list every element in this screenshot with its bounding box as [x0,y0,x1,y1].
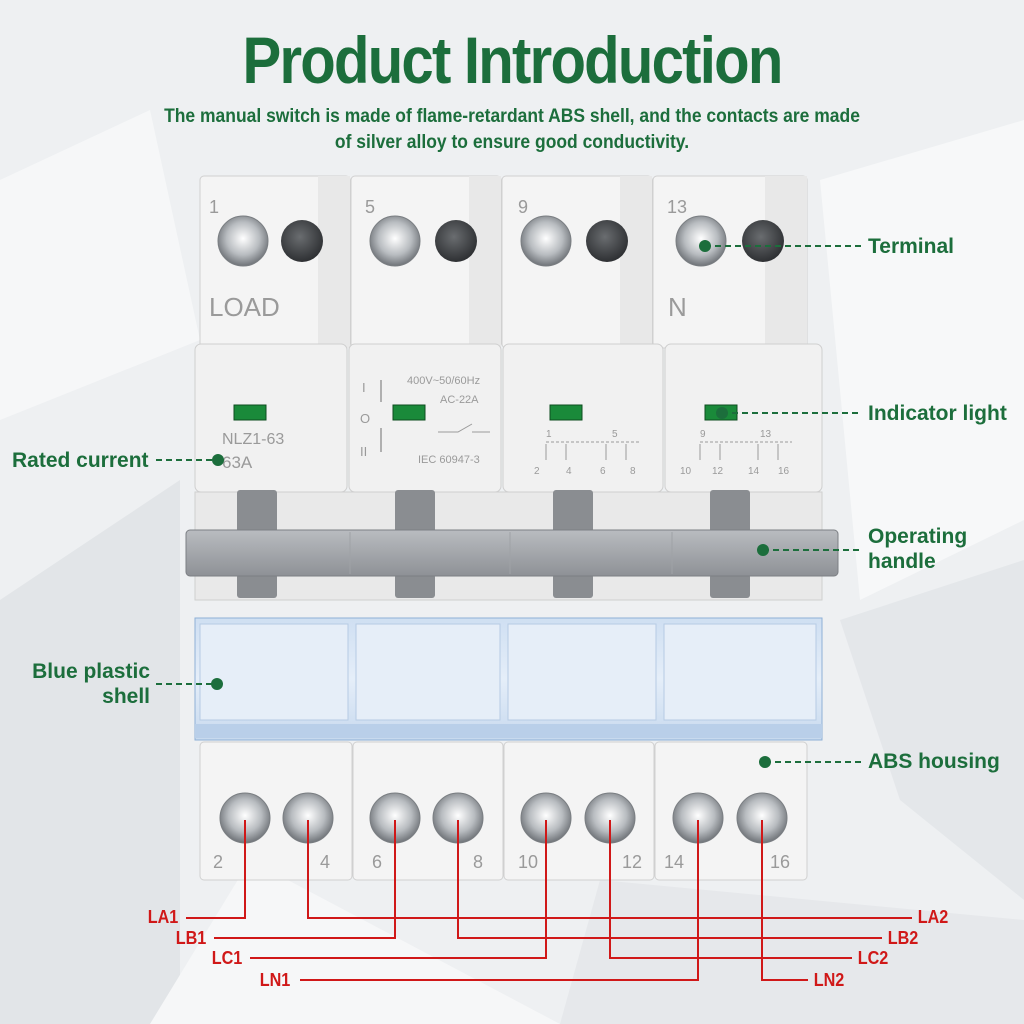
top-screw-1 [217,215,269,267]
wiring [186,820,912,981]
callout-abs-housing: ABS housing [868,750,1000,773]
svg-text:4: 4 [566,466,572,477]
model-label: NLZ1-63 [222,431,284,448]
bottom-number-14: 14 [664,852,684,872]
callout-leaders [156,240,862,768]
operating-handle[interactable] [185,529,839,577]
svg-text:12: 12 [712,466,724,477]
svg-text:2: 2 [534,466,540,477]
svg-text:9: 9 [700,429,706,440]
wire-label-LB2: LB2 [887,928,919,948]
wire-LC1 [250,820,547,959]
wire-label-LN2: LN2 [813,970,845,990]
handle-region [185,490,839,601]
category-label: AC-22A [440,394,479,406]
top-number-5: 5 [365,197,375,217]
wire-label-LC2: LC2 [857,948,889,968]
top-hole-9 [586,220,628,262]
subtitle: The manual switch is made of flame-retar… [151,104,872,156]
wire-LC2 [609,820,852,959]
svg-text:8: 8 [630,466,636,477]
svg-text:10: 10 [680,466,692,477]
wire-label-LN1: LN1 [259,970,291,990]
callout-rated-current: Rated current [12,449,149,472]
subtitle-line-2: of silver alloy to ensure good conductiv… [334,132,690,153]
callout-terminal: Terminal [868,235,954,258]
current-label: 63A [222,453,253,472]
callout-operating-handle-line-2: handle [868,550,936,573]
top-screw-9 [520,215,572,267]
svg-text:13: 13 [760,429,772,440]
wire-label-LC1: LC1 [211,948,243,968]
scheme-right: 9 13 10 12 14 16 [680,429,792,477]
top-screw-13 [675,215,727,267]
position-O: O [360,411,370,426]
bottom-number-2: 2 [213,852,223,872]
bottom-number-6: 6 [372,852,382,872]
front-panel: NLZ1-63 63A I O II 400V~50/60Hz AC-22A I… [194,343,823,493]
wire-LB1 [214,820,396,939]
callout-indicator-light: Indicator light [868,402,1007,425]
top-screw-5 [369,215,421,267]
wire-LB2 [457,820,882,939]
callout-blue-shell-line-2: shell [102,685,150,708]
wire-label-LB1: LB1 [175,928,207,948]
neutral-label: N [668,292,687,322]
wire-LN1 [300,820,699,981]
bottom-number-12: 12 [622,852,642,872]
svg-text:6: 6 [600,466,606,477]
position-I: I [362,380,366,395]
subtitle-line-1: The manual switch is made of flame-retar… [164,106,860,127]
blue-shell [194,617,823,741]
top-number-13: 13 [667,197,687,217]
bottom-number-8: 8 [473,852,483,872]
wire-label-LA1: LA1 [147,907,179,927]
svg-text:14: 14 [748,466,760,477]
indicator-light-1 [233,404,267,421]
bottom-number-16: 16 [770,852,790,872]
wire-LN2 [761,820,808,981]
callout-operating-handle-line-1: Operating [868,525,968,548]
top-terminal-row: 1 5 9 13 LOAD N [199,175,808,349]
svg-text:5: 5 [612,429,618,440]
callout-blue-plastic-shell: Blue plastic shell [28,659,150,709]
callout-operating-handle: Operating handle [868,524,967,574]
bottom-number-4: 4 [320,852,330,872]
top-hole-5 [435,220,477,262]
load-label: LOAD [209,292,280,322]
top-number-1: 1 [209,197,219,217]
callout-blue-shell-line-1: Blue plastic [32,660,150,683]
wire-LA1 [186,820,246,919]
wire-label-LA2: LA2 [917,907,949,927]
voltage-label: 400V~50/60Hz [407,375,480,387]
indicator-light-3 [549,404,583,421]
top-hole-13 [742,220,784,262]
position-II: II [360,444,367,459]
svg-text:16: 16 [778,466,790,477]
top-hole-1 [281,220,323,262]
svg-text:1: 1 [546,429,552,440]
indicator-light-2 [392,404,426,421]
bottom-number-10: 10 [518,852,538,872]
top-number-9: 9 [518,197,528,217]
wire-LA2 [307,820,912,919]
standard-label: IEC 60947-3 [418,454,480,466]
scheme-left: 1 5 2 4 6 8 [534,429,640,477]
page-title: Product Introduction [242,23,783,97]
bottom-terminal-row: 2 4 6 8 10 12 14 16 [199,741,808,881]
